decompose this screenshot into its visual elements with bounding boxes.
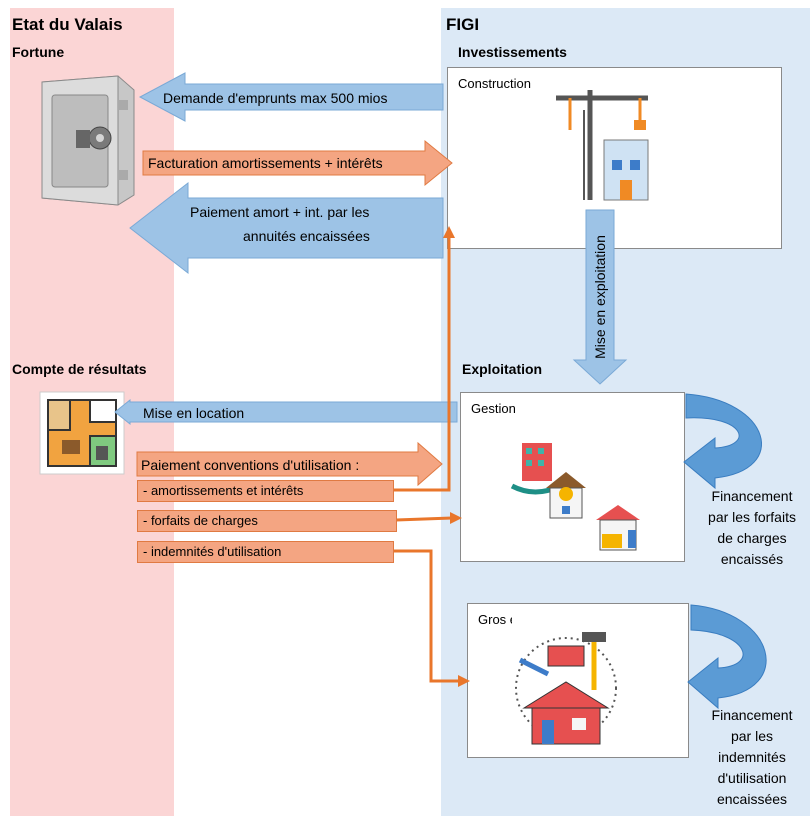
note-line: Financement — [711, 707, 793, 723]
facturation-label: Facturation amortissements + intérêts — [148, 155, 383, 171]
exploitation-label: Exploitation — [462, 361, 543, 377]
mise-location-arrow — [114, 398, 458, 426]
paiement-conventions-label: Paiement conventions d'utilisation : — [141, 457, 360, 473]
curved-arrow-indemnites — [687, 604, 767, 710]
note-line: de charges — [717, 530, 787, 546]
amortissements-flow-line — [393, 235, 451, 492]
gestion-label: Gestion — [471, 401, 516, 416]
paiement-label-line1: Paiement amort + int. par les — [190, 204, 370, 220]
figi-title: FIGI — [446, 15, 480, 34]
note-line: par les — [730, 728, 774, 744]
fortune-label: Fortune — [12, 44, 65, 60]
floor-plan-icon — [39, 391, 125, 475]
note-line: Financement — [711, 488, 793, 504]
note-line: par les forfaits — [708, 509, 796, 525]
paiement-annuites-arrow — [129, 181, 444, 275]
mise-exploitation-arrow — [572, 209, 628, 385]
facturation-arrow — [142, 139, 453, 187]
crane-construction-icon — [548, 80, 658, 204]
gestion-box: Gestion — [460, 392, 685, 562]
construction-label: Construction — [458, 76, 531, 91]
smart-home-icon — [596, 505, 640, 551]
note-line: encaissées — [716, 791, 788, 807]
mise-exploitation-label: Mise en exploitation — [592, 235, 608, 359]
paiement-label-line2: annuités encaissées — [243, 228, 370, 244]
house-tools-icon — [512, 614, 624, 750]
compte-resultats-label: Compte de résultats — [12, 361, 147, 377]
mise-location-label: Mise en location — [143, 405, 245, 421]
demande-emprunts-label: Demande d'emprunts max 500 mios — [163, 90, 388, 106]
financement-indemnites-note: Financement par les indemnités d'utilisa… — [700, 705, 804, 810]
curved-arrow-forfaits — [683, 393, 762, 490]
financement-forfaits-note: Financement par les forfaits de charges … — [700, 486, 804, 570]
investissements-label: Investissements — [458, 44, 567, 60]
etat-valais-title: Etat du Valais — [12, 15, 123, 34]
demande-emprunts-arrow — [138, 72, 444, 122]
note-line: d'utilisation — [717, 770, 787, 786]
safe-icon — [41, 75, 135, 206]
house-plug-icon — [546, 472, 586, 519]
amortissements-bar: - amortissements et intérêts — [137, 480, 394, 502]
indemnites-flow-line — [393, 549, 458, 683]
building-hand-icon — [510, 443, 562, 495]
note-line: indemnités — [718, 749, 786, 765]
paiement-conventions-arrow — [136, 441, 443, 487]
forfaits-bar: - forfaits de charges — [137, 510, 397, 532]
indemnites-bar: - indemnités d'utilisation — [137, 541, 394, 563]
note-line: encaissés — [720, 551, 784, 567]
forfaits-flow-line — [395, 516, 453, 522]
